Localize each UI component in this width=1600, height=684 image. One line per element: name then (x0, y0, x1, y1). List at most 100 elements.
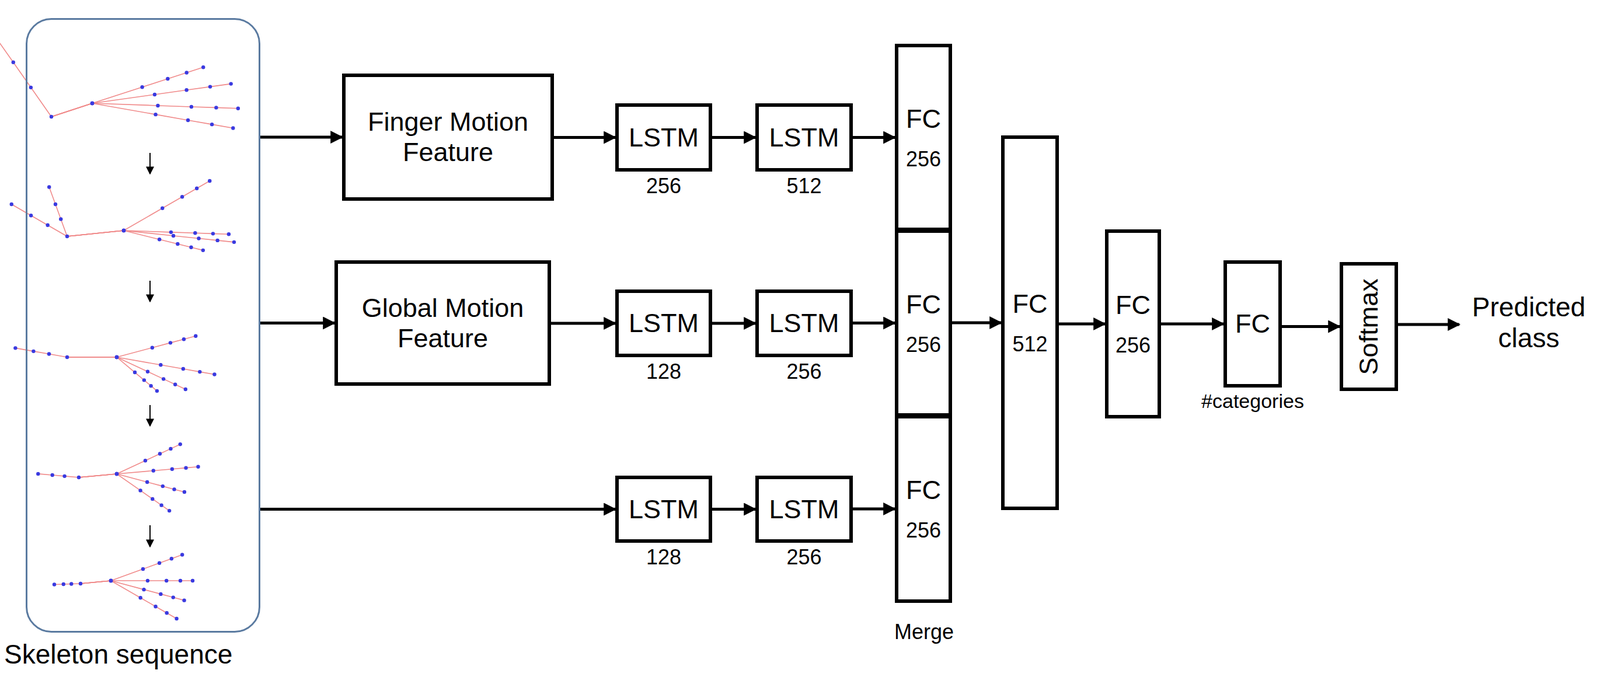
node-label: FC (905, 103, 941, 135)
node-label: FC (1235, 308, 1271, 340)
joint-dot (114, 355, 119, 359)
joint-dot (138, 488, 142, 493)
joint-dot (11, 60, 16, 65)
joint-dot (133, 370, 137, 375)
joint-dot (65, 355, 69, 359)
joint-dot (182, 337, 186, 341)
joint-dot (180, 194, 184, 199)
sequence-arrow (149, 152, 151, 174)
joint-dot (65, 234, 69, 239)
joint-dot (13, 346, 17, 350)
joint-dot (184, 88, 188, 92)
joint-dot (121, 228, 126, 233)
joint-dot (150, 345, 155, 350)
joint-dot (196, 236, 201, 240)
joint-dot (165, 77, 170, 81)
hand-skeleton (36, 442, 201, 513)
joint-dot (145, 370, 150, 374)
joint-dot (141, 587, 146, 592)
bone-line (80, 580, 185, 601)
bone-line (78, 473, 170, 511)
joint-dot (109, 579, 113, 583)
joint-dot (189, 245, 193, 250)
layer-size: 256 (786, 545, 822, 570)
fc-layer: FC 256 (894, 415, 953, 603)
hand-skeleton (0, 30, 240, 130)
hand-skeleton (52, 552, 195, 621)
joint-dot (193, 231, 197, 235)
joint-dot (47, 351, 51, 356)
joint-dot (140, 85, 144, 89)
flow-arrow (852, 136, 895, 139)
hand-skeleton (13, 334, 216, 393)
node-label: Finger Motion Feature (350, 106, 546, 168)
bone-line (67, 357, 215, 375)
node-label: LSTM (628, 122, 699, 153)
joint-dot (153, 604, 158, 609)
joint-dot (208, 84, 212, 89)
joint-dot (29, 85, 33, 90)
flow-arrow (260, 136, 343, 139)
merge-label: Merge (894, 619, 953, 644)
layer-size: 256 (905, 147, 941, 172)
layer-size: 256 (905, 518, 941, 543)
node-label: Softmax (1353, 278, 1385, 375)
bone-line (15, 347, 68, 358)
joint-dot (138, 595, 142, 600)
layer-size: 512 (1012, 332, 1048, 357)
joint-dot (121, 228, 126, 233)
fc-layer: FC256 (894, 229, 953, 417)
joint-dot (90, 101, 94, 106)
joint-dot (182, 598, 186, 602)
layer-size: 256 (905, 332, 941, 357)
joint-dot (201, 248, 205, 253)
joint-dot (109, 579, 113, 583)
joint-dot (168, 340, 173, 345)
joint-dot (172, 487, 176, 491)
fc-layer: FC 256 (894, 43, 953, 232)
joint-dot (143, 458, 148, 463)
node-label: FC (905, 475, 941, 506)
fc-layer: FC512 (1001, 135, 1059, 511)
node-label: FC (1115, 290, 1151, 321)
joint-dot (49, 114, 54, 119)
joint-dot (178, 579, 183, 583)
lstm-layer: LSTM128 (615, 289, 713, 358)
bone-line (80, 555, 183, 584)
joint-dot (62, 474, 66, 479)
joint-dot (52, 582, 57, 587)
joint-dot (174, 617, 179, 621)
fc-layer: FC256 (1104, 229, 1162, 419)
joint-dot (212, 372, 216, 376)
feature-box: Global Motion Feature (334, 260, 552, 386)
layer-size: 512 (786, 173, 822, 198)
input-panel: Skeleton sequence (25, 18, 261, 633)
softmax-layer: Softmax (1339, 262, 1399, 392)
flow-arrow (1161, 322, 1224, 326)
joint-dot (53, 202, 58, 207)
lstm-layer: LSTM256 (755, 475, 853, 543)
joint-dot (31, 349, 36, 354)
layer-size: 128 (646, 359, 682, 384)
joint-dot (158, 451, 162, 456)
joint-dot (90, 101, 94, 106)
flow-arrow (852, 321, 895, 325)
joint-dot (180, 552, 184, 557)
joint-dot (157, 561, 162, 566)
joint-dot (58, 217, 63, 221)
sequence-arrow (149, 525, 151, 547)
output-label: Predicted class (1461, 291, 1597, 354)
joint-dot (194, 186, 199, 191)
bone-line (37, 473, 79, 478)
bone-line (67, 336, 196, 358)
joint-dot (45, 223, 50, 228)
joint-dot (183, 465, 188, 470)
joint-dot (159, 503, 163, 507)
flow-arrow (1281, 325, 1340, 329)
joint-dot (121, 228, 126, 233)
joint-dot (114, 355, 119, 359)
lstm-layer: LSTM256 (615, 103, 713, 172)
joint-dot (61, 582, 66, 587)
joint-dot (109, 579, 113, 583)
joint-dot (90, 101, 94, 106)
